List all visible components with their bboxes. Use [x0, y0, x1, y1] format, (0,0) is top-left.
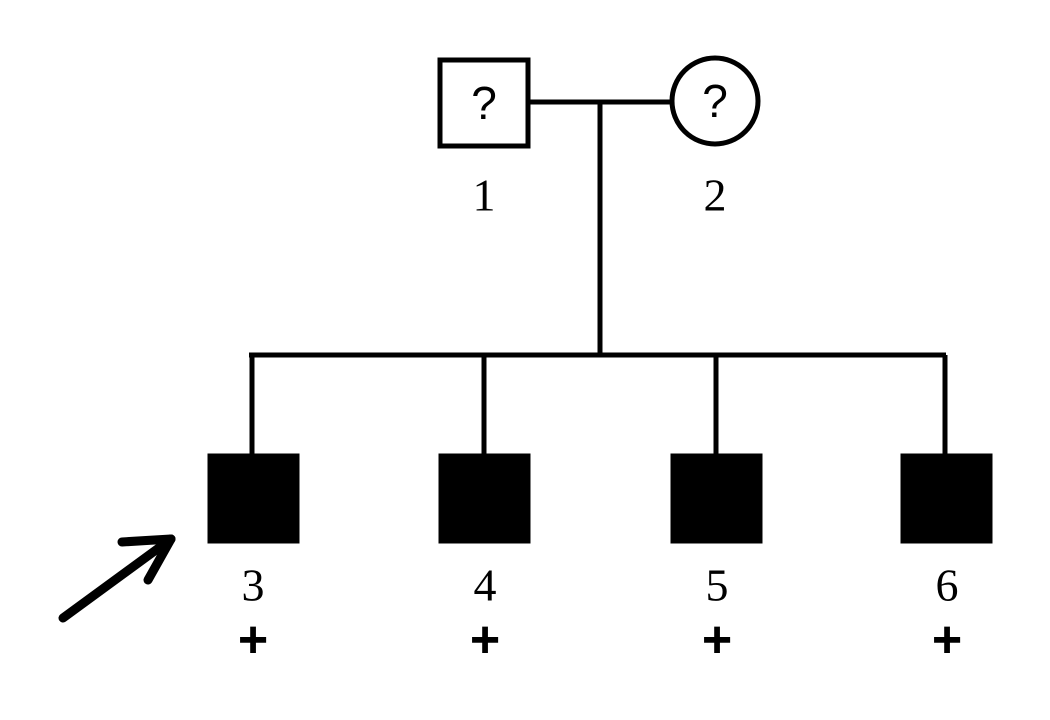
individual-6-square[interactable]	[900, 453, 993, 544]
individual-4-label: 4	[474, 560, 497, 611]
individual-1-status-symbol: ?	[471, 77, 497, 129]
individual-1-square[interactable]	[437, 57, 531, 149]
individual-3-label: 3	[242, 560, 265, 611]
individual-2-circle[interactable]	[669, 55, 761, 147]
proband-arrow-icon	[58, 534, 176, 623]
individual-4-marker: +	[470, 611, 500, 669]
individual-4-square[interactable]	[438, 453, 531, 544]
individual-6-marker: +	[932, 611, 962, 669]
individual-3-marker: +	[238, 611, 268, 669]
individual-3-square[interactable]	[207, 453, 300, 544]
individual-2-status-symbol: ?	[702, 75, 728, 127]
individual-5-label: 5	[706, 560, 729, 611]
individual-6-label: 6	[936, 560, 959, 611]
individual-2-label: 2	[704, 170, 727, 221]
individual-1-label: 1	[473, 170, 496, 221]
individual-5-square[interactable]	[670, 453, 763, 544]
individual-5-marker: +	[702, 611, 732, 669]
